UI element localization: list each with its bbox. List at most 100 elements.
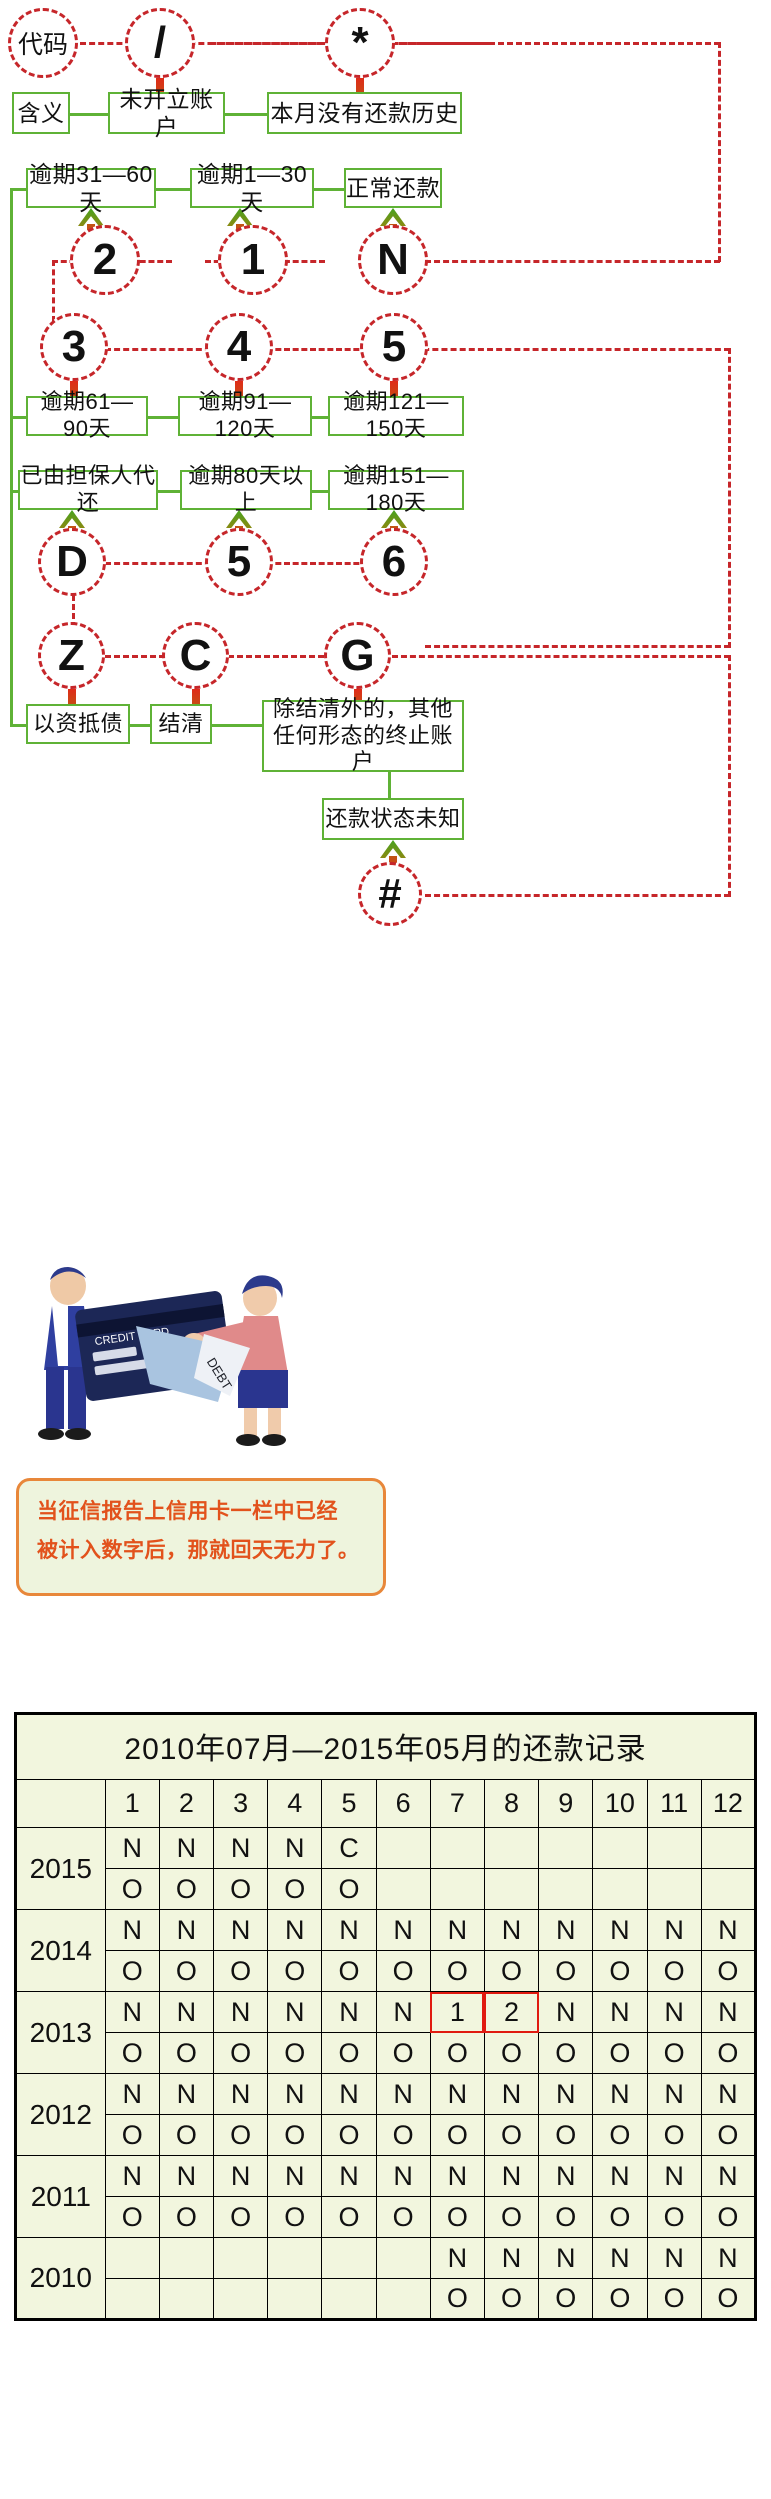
dash-connector-h2 — [258, 562, 368, 565]
status-cell-2011-10: N — [592, 2155, 648, 2197]
status-cell-2011-4: N — [267, 2155, 323, 2197]
status-cell-2015-9 — [538, 1827, 594, 1869]
status-cell-2013-7: 1 — [429, 1991, 485, 2033]
green-link-b2 — [225, 113, 267, 116]
status-cell-2014-7: N — [429, 1909, 485, 1951]
status-cell-2010-9: N — [538, 2237, 594, 2279]
amount-cell-2010-1 — [104, 2278, 160, 2320]
year-cell-2015: 2015 — [15, 1827, 106, 1910]
amount-cell-2012-10: O — [592, 2114, 648, 2156]
status-cell-2011-9: N — [538, 2155, 594, 2197]
node-c: C — [162, 622, 229, 689]
amount-cell-2010-4 — [267, 2278, 323, 2320]
status-cell-2015-11 — [646, 1827, 702, 1869]
dash-connector-e2 — [258, 348, 368, 351]
amount-cell-2012-1: O — [104, 2114, 160, 2156]
amount-cell-2011-8: O — [483, 2196, 540, 2238]
green-link-g1 — [158, 490, 180, 493]
status-cell-2014-1: N — [104, 1909, 160, 1951]
year-cell-2011: 2011 — [15, 2155, 106, 2238]
dash-connector-a3 — [390, 42, 720, 45]
table-corner-cell — [15, 1779, 106, 1828]
status-cell-2010-3 — [212, 2237, 269, 2279]
node-two: 2 — [70, 225, 140, 295]
amount-cell-2011-12: O — [700, 2196, 757, 2238]
node-four: 4 — [205, 313, 273, 381]
month-header-12: 12 — [700, 1779, 757, 1828]
amount-cell-2014-4: O — [267, 1950, 323, 1992]
status-cell-2011-2: N — [158, 2155, 215, 2197]
amount-cell-2014-11: O — [646, 1950, 702, 1992]
amount-cell-2013-5: O — [321, 2032, 377, 2074]
status-cell-2010-7: N — [429, 2237, 485, 2279]
green-link-c2 — [314, 188, 344, 191]
status-cell-2013-1: N — [104, 1991, 160, 2033]
month-header-1: 1 — [104, 1779, 160, 1828]
status-cell-2012-6: N — [375, 2073, 431, 2115]
status-cell-2015-8 — [483, 1827, 540, 1869]
status-cell-2010-8: N — [483, 2237, 540, 2279]
status-cell-2014-3: N — [212, 1909, 269, 1951]
meaning-two: 逾期31—60天 — [26, 161, 156, 215]
meaning-slash: 未开立账户 — [108, 86, 225, 140]
amount-cell-2013-7: O — [429, 2032, 485, 2074]
meaning-c: 结清 — [150, 704, 212, 744]
amount-cell-2013-9: O — [538, 2032, 594, 2074]
meaning-z: 以资抵债 — [26, 704, 130, 744]
dash-connector-n-right — [425, 260, 720, 263]
status-cell-2015-3: N — [212, 1827, 269, 1869]
status-cell-2010-6 — [375, 2237, 431, 2279]
status-cell-2013-2: N — [158, 1991, 215, 2033]
dash-connector-e3 — [405, 348, 730, 351]
status-cell-2011-3: N — [212, 2155, 269, 2197]
node-hash: # — [358, 862, 422, 926]
dash-connector-i-right-down — [728, 655, 731, 897]
dash-connector-e1 — [105, 348, 220, 351]
amount-cell-2012-2: O — [158, 2114, 215, 2156]
status-cell-2010-4 — [267, 2237, 323, 2279]
status-cell-2011-6: N — [375, 2155, 431, 2197]
status-cell-2015-7 — [429, 1827, 485, 1869]
amount-cell-2015-6 — [375, 1868, 431, 1910]
amount-cell-2015-10 — [592, 1868, 648, 1910]
year-cell-2010: 2010 — [15, 2237, 106, 2320]
green-link-g-left-vert — [10, 416, 13, 726]
status-cell-2014-12: N — [700, 1909, 757, 1951]
meaning-five-a: 逾期121—150天 — [328, 389, 464, 441]
amount-cell-2011-11: O — [646, 2196, 702, 2238]
amount-cell-2014-10: O — [592, 1950, 648, 1992]
status-cell-2011-5: N — [321, 2155, 377, 2197]
status-cell-2012-5: N — [321, 2073, 377, 2115]
credit-card-illustration: CREDIT CARD DEBT — [38, 1267, 288, 1446]
meaning-asterisk: 本月没有还款历史 — [267, 92, 462, 134]
amount-cell-2010-8: O — [483, 2278, 540, 2320]
warning-note: 当征信报告上信用卡一栏中已经 被计入数字后，那就回天无力了。 — [16, 1478, 386, 1596]
node-asterisk: * — [325, 8, 395, 78]
node-slash: / — [125, 8, 195, 78]
table-title-row: 2010年07月—2015年05月的还款记录 — [15, 1713, 756, 1780]
status-cell-2010-10: N — [592, 2237, 648, 2279]
status-cell-2015-1: N — [104, 1827, 160, 1869]
amount-cell-2013-12: O — [700, 2032, 757, 2074]
status-cell-2014-5: N — [321, 1909, 377, 1951]
status-cell-2012-3: N — [212, 2073, 269, 2115]
amount-cell-2013-1: O — [104, 2032, 160, 2074]
status-cell-2012-1: N — [104, 2073, 160, 2115]
status-cell-2014-9: N — [538, 1909, 594, 1951]
status-cell-2013-8: 2 — [483, 1991, 540, 2033]
credit-code-flowchart: 代码 / * 含义 未开立账户 本月没有还款历史 逾期31—60天 逾期1—30… — [8, 8, 731, 1446]
node-five-b: 5 — [205, 528, 273, 596]
status-cell-2014-4: N — [267, 1909, 323, 1951]
green-link-k-vert — [388, 772, 391, 798]
year-cell-2012: 2012 — [15, 2073, 106, 2156]
meaning-g: 除结清外的，其他任何形态的终止账户 — [262, 696, 464, 774]
meaning-six: 逾期151—180天 — [328, 463, 464, 515]
month-header-2: 2 — [158, 1779, 215, 1828]
green-link-g-left-bottom — [10, 724, 26, 727]
status-cell-2012-4: N — [267, 2073, 323, 2115]
year-cell-2013: 2013 — [15, 1991, 106, 2074]
